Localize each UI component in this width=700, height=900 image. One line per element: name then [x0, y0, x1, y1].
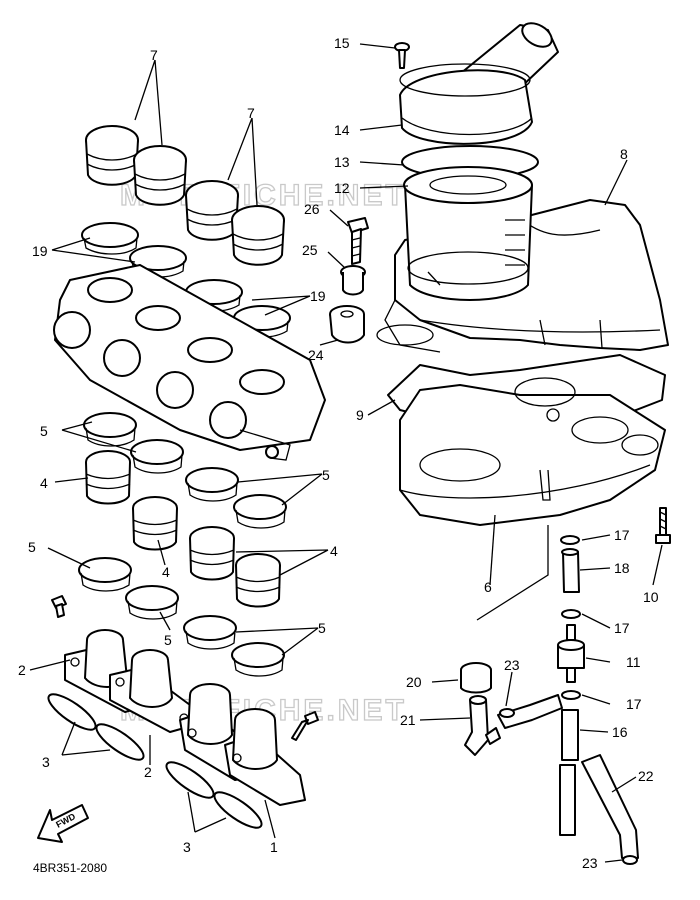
- label-7b: 7: [247, 105, 255, 121]
- fwd-arrow-icon: FWD: [37, 804, 89, 843]
- gasket-3-group: [47, 693, 263, 829]
- screw-15: [394, 42, 410, 69]
- label-23a: 23: [504, 657, 520, 673]
- label-4c: 4: [330, 543, 338, 559]
- label-14: 14: [334, 122, 350, 138]
- label-11: 11: [626, 654, 641, 670]
- check-valve-11: [557, 624, 585, 683]
- label-17c: 17: [626, 696, 642, 712]
- label-23b: 23: [582, 855, 598, 871]
- air-filter-element: [403, 166, 533, 301]
- label-19b: 19: [310, 288, 326, 304]
- label-26: 26: [304, 201, 320, 217]
- label-13: 13: [334, 154, 350, 170]
- label-5b: 5: [322, 467, 330, 483]
- part-labels: 7 7 19 19 5 5 4 5 4 4 5 5 2 3 2 3 1 15 1…: [18, 35, 659, 871]
- label-6: 6: [484, 579, 492, 595]
- joint-7-group: [85, 125, 285, 266]
- label-4a: 4: [40, 475, 48, 491]
- hose-21: [464, 695, 501, 756]
- joint-17-mid: [561, 609, 581, 619]
- label-4b: 4: [162, 564, 170, 580]
- label-21: 21: [400, 712, 416, 728]
- hose-breather: [497, 694, 563, 729]
- label-3a: 3: [42, 754, 50, 770]
- label-2b: 2: [144, 764, 152, 780]
- label-1: 1: [270, 839, 278, 855]
- plug-20: [460, 662, 492, 694]
- label-24: 24: [308, 347, 324, 363]
- clamp-5-group: [78, 412, 287, 677]
- label-10: 10: [643, 589, 659, 605]
- label-8: 8: [620, 146, 628, 162]
- drawing-code: 4BR351-2080: [33, 861, 107, 875]
- manifold-2-group: [64, 629, 306, 806]
- carburetor-assembly: [53, 264, 326, 461]
- label-5a: 5: [40, 423, 48, 439]
- label-2a: 2: [18, 662, 26, 678]
- label-16: 16: [612, 724, 628, 740]
- hose-16: [559, 709, 579, 836]
- label-9: 9: [356, 407, 364, 423]
- air-cleaner-cover: [399, 22, 559, 145]
- label-5d: 5: [164, 632, 172, 648]
- joint-17-bottom: [561, 690, 581, 700]
- joint-17-top: [560, 535, 580, 545]
- label-19a: 19: [32, 243, 48, 259]
- label-7a: 7: [150, 47, 158, 63]
- label-25: 25: [302, 242, 318, 258]
- damper-24: [329, 305, 365, 344]
- label-17a: 17: [614, 527, 630, 543]
- label-18: 18: [614, 560, 630, 576]
- clip-23: [499, 708, 638, 865]
- bolt-26: [347, 217, 369, 265]
- label-5e: 5: [318, 620, 326, 636]
- label-20: 20: [406, 674, 422, 690]
- label-22: 22: [638, 768, 654, 784]
- collar-25: [340, 265, 366, 296]
- leader-lines: [29, 43, 663, 863]
- label-3b: 3: [183, 839, 191, 855]
- label-5c: 5: [28, 539, 36, 555]
- joint-4-group: [85, 450, 281, 608]
- clamp-19-group: [81, 222, 291, 338]
- label-17b: 17: [614, 620, 630, 636]
- air-cleaner-case-bottom: [399, 377, 666, 526]
- hose-22: [581, 754, 639, 859]
- screw-left: [51, 595, 319, 741]
- screw-10: [655, 507, 671, 544]
- label-15: 15: [334, 35, 350, 51]
- hose-18: [561, 548, 580, 593]
- label-12: 12: [334, 180, 350, 196]
